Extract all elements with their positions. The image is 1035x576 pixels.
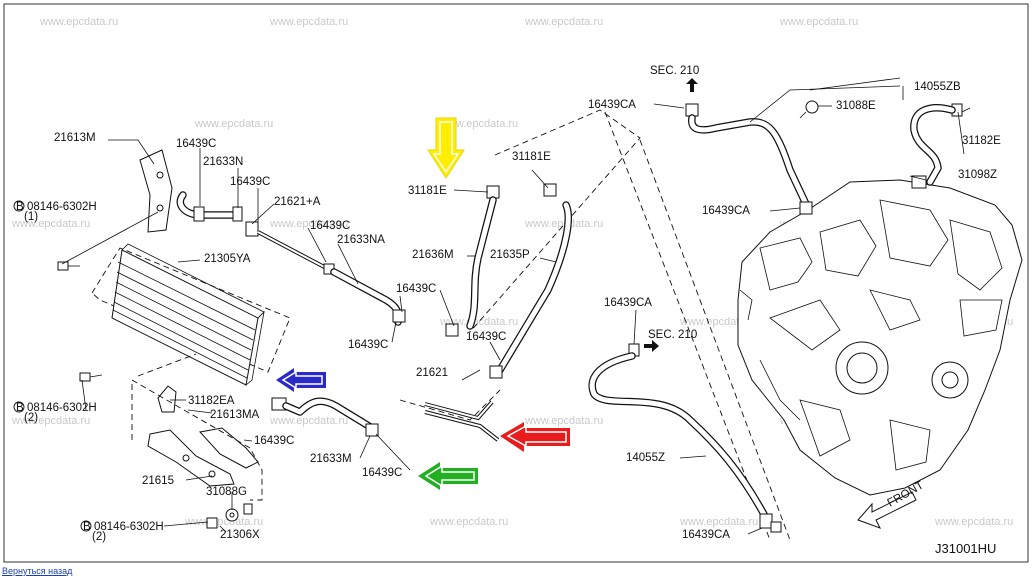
- label-sec-210[interactable]: SEC. 210: [650, 65, 699, 77]
- svg-text:www.epcdata.ru: www.epcdata.ru: [934, 516, 1013, 528]
- diagram-frame: [3, 3, 1029, 563]
- label-21636M[interactable]: 21636M: [412, 249, 454, 261]
- blue-callout-arrow[interactable]: [276, 368, 326, 392]
- svg-text:B: B: [83, 521, 91, 533]
- svg-text:www.epcdata.ru: www.epcdata.ru: [679, 516, 758, 528]
- transmission-case: [737, 179, 1023, 496]
- svg-text:www.epcdata.ru: www.epcdata.ru: [11, 218, 90, 230]
- label-sec-210[interactable]: SEC. 210: [648, 329, 697, 341]
- svg-text:www.epcdata.ru: www.epcdata.ru: [184, 516, 263, 528]
- svg-text:www.epcdata.ru: www.epcdata.ru: [524, 218, 603, 230]
- hose-21633NA: [330, 268, 406, 326]
- hose-21633M: [271, 397, 379, 437]
- label-21633N[interactable]: 21633N: [203, 156, 243, 168]
- bracket-21615: [147, 429, 235, 487]
- yellow-callout-arrow[interactable]: [427, 117, 465, 179]
- label-31088G[interactable]: 31088G: [206, 486, 247, 498]
- hose-21635P: [489, 183, 572, 379]
- hose-14055Z: [588, 343, 782, 533]
- label-21613MA[interactable]: 21613MA: [210, 409, 260, 421]
- bracket-21613M: [139, 149, 173, 233]
- label-08146-6302H[interactable]: 08146-6302H: [27, 402, 97, 414]
- label-31182E[interactable]: 31182E: [962, 135, 1001, 147]
- tube-21621: [399, 389, 501, 442]
- hose-31098Z: [910, 103, 963, 189]
- label-21633NA[interactable]: 21633NA: [337, 234, 385, 246]
- label-16439C[interactable]: 16439C: [176, 138, 216, 150]
- label-21305YA[interactable]: 21305YA: [204, 253, 251, 265]
- label-21615[interactable]: 21615: [142, 475, 174, 487]
- hose-21633N: [176, 191, 243, 222]
- label-16439CA[interactable]: 16439CA: [702, 205, 750, 217]
- label-31181E[interactable]: 31181E: [408, 185, 447, 197]
- label-31181E[interactable]: 31181E: [512, 151, 551, 163]
- diagram-code: J31001HU: [935, 541, 996, 556]
- bolt-symbol-icon: [80, 520, 92, 532]
- label-qty: (2): [92, 531, 106, 543]
- green-callout-arrow[interactable]: [418, 462, 478, 490]
- bolt-top: [57, 261, 80, 271]
- label-21613M[interactable]: 21613M: [54, 132, 96, 144]
- oil-cooler-21305YA: [111, 243, 265, 386]
- part-labels: 21613M 16439C 21633N 16439C 21621+A 1643…: [13, 65, 1001, 543]
- svg-text:www.epcdata.ru: www.epcdata.ru: [779, 16, 858, 28]
- bracket-31182EA: [157, 385, 177, 413]
- label-08146-6302H[interactable]: 08146-6302H: [94, 521, 164, 533]
- bolt-mid: [79, 372, 103, 382]
- label-21306X[interactable]: 21306X: [220, 529, 260, 541]
- label-qty: (2): [24, 412, 38, 424]
- svg-text:www.epcdata.ru: www.epcdata.ru: [439, 118, 518, 130]
- label-21621[interactable]: 21621: [416, 367, 448, 379]
- label-31098Z[interactable]: 31098Z: [958, 169, 997, 181]
- oil-cooler-assembly: [57, 149, 406, 529]
- svg-text:www.epcdata.ru: www.epcdata.ru: [524, 415, 603, 427]
- svg-text:www.epcdata.ru: www.epcdata.ru: [269, 218, 348, 230]
- bolt-symbol-icon: [13, 200, 25, 212]
- label-14055ZB[interactable]: 14055ZB: [914, 81, 961, 93]
- leader-lines: [61, 103, 971, 535]
- middle-hoses: [399, 109, 791, 541]
- label-16439C[interactable]: 16439C: [254, 435, 294, 447]
- svg-text:www.epcdata.ru: www.epcdata.ru: [194, 118, 273, 130]
- label-08146-6302H[interactable]: 08146-6302H: [27, 201, 97, 213]
- sec-210-top-arrow: [686, 78, 698, 92]
- hose-21636M: [445, 185, 500, 337]
- svg-text:B: B: [16, 402, 24, 414]
- svg-text:www.epcdata.ru: www.epcdata.ru: [11, 415, 90, 427]
- label-16439CA[interactable]: 16439CA: [682, 529, 730, 541]
- label-21635P[interactable]: 21635P: [490, 249, 530, 261]
- sec-210-mid-arrow: [644, 340, 659, 352]
- label-16439CA[interactable]: 16439CA: [604, 297, 652, 309]
- label-16439C[interactable]: 16439C: [230, 176, 270, 188]
- pipe-21621A: [245, 221, 335, 275]
- bolt-bottom: [206, 503, 253, 529]
- svg-text:www.epcdata.ru: www.epcdata.ru: [439, 316, 518, 328]
- label-16439C[interactable]: 16439C: [310, 220, 350, 232]
- bolt-symbol-icon: [13, 401, 25, 413]
- svg-text:B: B: [16, 201, 24, 213]
- label-16439C[interactable]: 16439C: [466, 331, 506, 343]
- label-16439C[interactable]: 16439C: [396, 283, 436, 295]
- label-qty: (1): [24, 211, 38, 223]
- svg-text:www.epcdata.ru: www.epcdata.ru: [269, 415, 348, 427]
- svg-text:www.epcdata.ru: www.epcdata.ru: [269, 16, 348, 28]
- label-31182EA[interactable]: 31182EA: [188, 395, 235, 407]
- label-16439C[interactable]: 16439C: [362, 467, 402, 479]
- label-31088E[interactable]: 31088E: [836, 100, 876, 112]
- label-16439CA[interactable]: 16439CA: [588, 99, 636, 111]
- hose-14055ZB: [685, 77, 904, 215]
- clamp-31088E: [799, 100, 819, 119]
- svg-text:www.epcdata.ru: www.epcdata.ru: [429, 516, 508, 528]
- svg-text:www.epcdata.ru: www.epcdata.ru: [39, 16, 118, 28]
- svg-text:www.epcdata.ru: www.epcdata.ru: [524, 16, 603, 28]
- label-14055Z[interactable]: 14055Z: [626, 452, 665, 464]
- red-callout-arrow[interactable]: [500, 422, 570, 452]
- label-21621A[interactable]: 21621+A: [274, 196, 321, 208]
- back-link[interactable]: Вернуться назад: [2, 566, 73, 576]
- label-21633M[interactable]: 21633M: [310, 453, 352, 465]
- label-16439C[interactable]: 16439C: [348, 339, 388, 351]
